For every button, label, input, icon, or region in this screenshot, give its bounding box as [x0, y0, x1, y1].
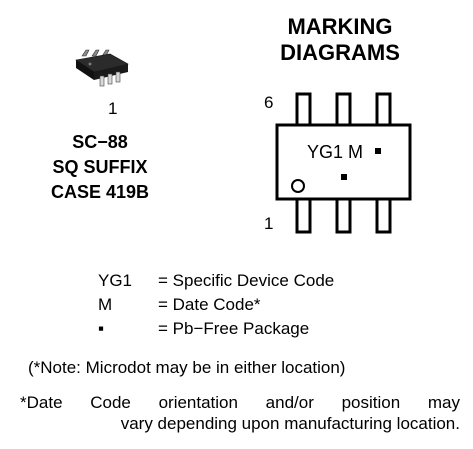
date-code-footnote: *Date Code orientation and/or position m… — [20, 392, 460, 434]
top-pins — [295, 92, 392, 128]
package-case: CASE 419B — [50, 182, 150, 202]
footnote-line-2: vary depending upon manufacturing locati… — [120, 414, 460, 433]
package-info: SC−88 SQ SUFFIX CASE 419B — [20, 130, 180, 205]
package-pin-label: 1 — [108, 99, 118, 118]
legend-key: ▪ — [98, 319, 105, 338]
microdot-note: (*Note: Microdot may be in either locati… — [28, 358, 346, 377]
legend-row-device-code: YG1 = Specific Device Code — [98, 270, 418, 292]
package-body-front — [76, 60, 94, 80]
title-line-1: MARKING — [287, 14, 393, 39]
package-bottom-leads — [99, 71, 121, 87]
legend: YG1 = Specific Device Code M = Date Code… — [98, 270, 418, 340]
marking-diagram: YG1 M 6 1 — [264, 92, 412, 234]
legend-key: YG1 — [98, 271, 133, 290]
package-image — [75, 49, 129, 87]
legend-row-date-code: M = Date Code* — [98, 294, 418, 316]
legend-key: M — [98, 295, 113, 314]
package-suffix: SQ SUFFIX — [52, 157, 148, 177]
title-line-2: DIAGRAMS — [280, 40, 400, 65]
legend-row-pb-free: ▪ = Pb−Free Package — [98, 318, 418, 340]
bottom-pins — [295, 196, 392, 234]
package-name: SC−88 — [72, 132, 128, 152]
legend-value: = Specific Device Code — [158, 271, 335, 290]
package-top-leads — [81, 49, 110, 57]
legend-value: = Pb−Free Package — [158, 319, 310, 338]
pin-1-label: 1 — [264, 214, 273, 233]
package-pin1-dot — [88, 62, 92, 66]
pin1-indicator-circle — [291, 179, 305, 193]
marking-pb-free-square — [375, 148, 381, 154]
pin-6-label: 6 — [264, 93, 273, 112]
footnote-line-1: *Date Code orientation and/or position m… — [20, 393, 460, 412]
legend-value: = Date Code* — [158, 295, 261, 314]
microdot — [341, 174, 347, 180]
page-title: MARKING DIAGRAMS — [235, 14, 445, 66]
marking-text: YG1 M — [307, 142, 363, 162]
